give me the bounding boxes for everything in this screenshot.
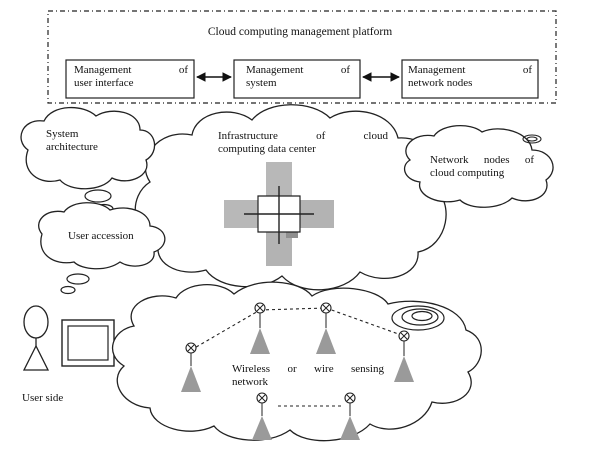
module-label-line1: Management of	[74, 64, 188, 76]
user-accession-cloud	[38, 202, 166, 270]
user-side-label: User side	[22, 392, 64, 404]
swirl-small-inner	[526, 136, 538, 142]
module-user-interface: Management of user interface	[74, 64, 188, 90]
label-line1: Infrastructure of cloud	[218, 130, 388, 142]
node-link	[325, 307, 405, 337]
module-label-line1: Management of	[408, 64, 532, 76]
system-architecture-cloud	[20, 106, 156, 190]
thought-bubble-1	[84, 189, 112, 203]
module-label-line2: system	[246, 77, 277, 89]
network-nodes-cloud	[403, 125, 554, 208]
label-line2: computing data center	[218, 143, 316, 155]
data-center-symbol	[224, 162, 334, 266]
module-box-network-nodes	[401, 59, 539, 99]
module-label-line1: Management of	[246, 64, 350, 76]
network-nodes-label: Network nodes of cloud computing	[430, 154, 534, 180]
thought-bubble-4	[60, 285, 76, 295]
module-network-nodes: Management of network nodes	[408, 64, 532, 90]
label-line2: network	[232, 376, 269, 388]
label-line2: cloud computing	[430, 167, 505, 179]
module-box-user-interface	[65, 59, 195, 99]
node-link	[190, 309, 261, 351]
sensing-network-label: Wireless or wire sensing network	[232, 363, 384, 389]
module-label-line2: network nodes	[408, 77, 473, 89]
platform-frame	[47, 10, 557, 104]
symbol-shadow	[286, 228, 298, 238]
user-accession-label: User accession	[68, 230, 134, 242]
label-line2: architecture	[46, 141, 98, 153]
monitor-icon	[61, 319, 115, 367]
sensor-node-1	[181, 342, 201, 392]
label-line1: System	[46, 128, 79, 140]
node-links	[190, 307, 405, 407]
platform-title: Cloud computing management platform	[207, 26, 393, 38]
label-line1: Wireless or wire sensing	[232, 363, 384, 375]
module-label-line2: user interface	[74, 77, 134, 89]
user-figure-icon	[22, 305, 50, 371]
swirl-small-outer	[522, 134, 542, 144]
sensor-node-6	[340, 392, 360, 440]
data-center-label: Infrastructure of cloud computing data c…	[218, 130, 388, 156]
swirl-icon	[391, 305, 445, 331]
thought-bubble-3	[66, 273, 90, 285]
module-box-system	[233, 59, 361, 99]
sensor-node-4	[394, 330, 414, 382]
module-system: Management of system	[246, 64, 350, 90]
sensor-node-5	[252, 392, 272, 440]
system-architecture-label: System architecture	[46, 128, 136, 154]
node-link	[259, 307, 327, 311]
sensor-node-2	[250, 302, 270, 354]
sensor-node-3	[316, 302, 336, 354]
sensing-network-cloud	[112, 281, 482, 442]
label-line1: Network nodes of	[430, 154, 534, 166]
